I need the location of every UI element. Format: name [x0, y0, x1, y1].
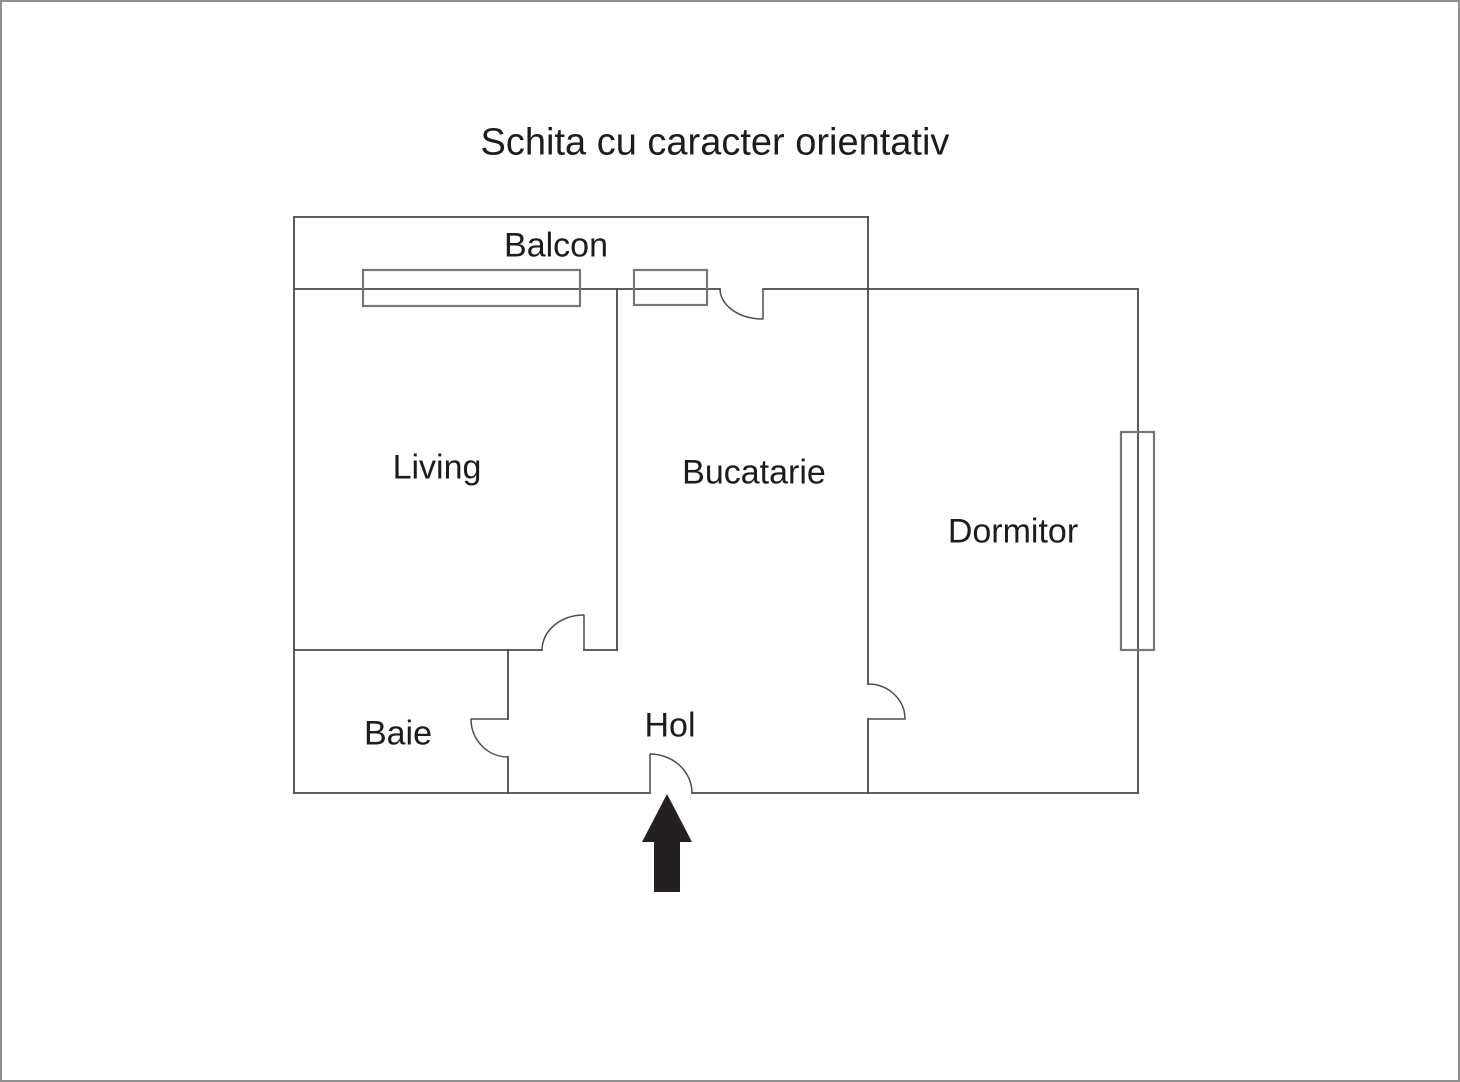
- balcony-door: [719, 288, 764, 320]
- doors-group: [470, 288, 906, 794]
- room-label-hol: Hol: [644, 706, 696, 745]
- room-label-bucatarie: Bucatarie: [682, 453, 826, 492]
- entrance-arrow-icon: [642, 794, 692, 892]
- plan-title: Schita cu caracter orientativ: [480, 121, 950, 164]
- kitchen-window: [632, 268, 709, 307]
- living-door: [541, 614, 585, 651]
- walls-group: [293, 216, 1139, 794]
- windows-group: [361, 268, 1156, 652]
- living-window: [361, 268, 582, 308]
- room-label-living: Living: [392, 448, 482, 487]
- bedroom-door: [867, 683, 906, 720]
- entrance-door: [649, 753, 693, 794]
- room-label-dormitor: Dormitor: [947, 512, 1079, 551]
- room-label-balcon: Balcon: [504, 226, 608, 265]
- bedroom-window: [1119, 430, 1156, 652]
- bath-door: [470, 718, 509, 758]
- room-label-baie: Baie: [363, 714, 433, 753]
